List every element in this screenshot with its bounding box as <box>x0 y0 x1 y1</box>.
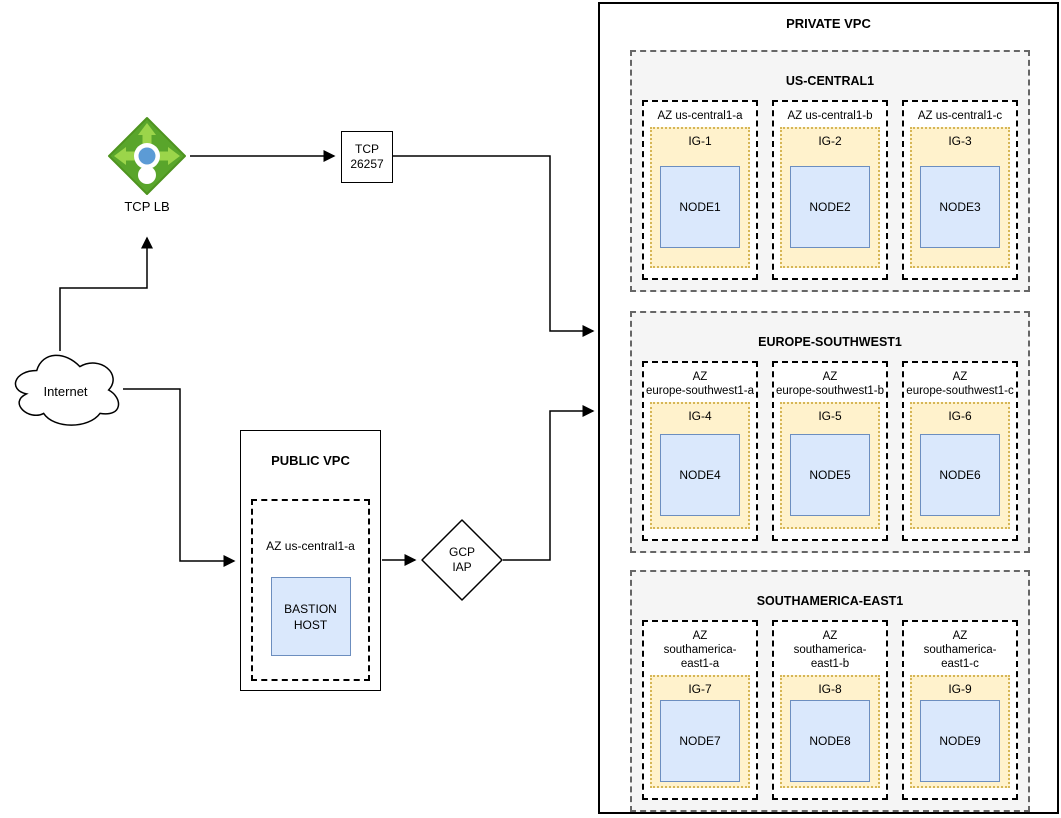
node-7: NODE7 <box>660 700 740 782</box>
region-title: EUROPE-SOUTHWEST1 <box>758 335 902 349</box>
node-3: NODE3 <box>920 166 1000 248</box>
node-label: NODE8 <box>809 734 851 748</box>
instance-group-9: IG-9 NODE9 <box>910 675 1010 788</box>
gcp-iap-gateway: GCP IAP <box>420 518 504 602</box>
az-label: AZ europe-southwest1-a <box>645 371 755 397</box>
bastion-host-node: BASTION HOST <box>270 577 351 656</box>
az-box-europe-southwest1-a: AZ europe-southwest1-a IG-4 NODE4 <box>642 361 758 541</box>
ig-label: IG-2 <box>818 134 842 148</box>
az-row: AZ us-central1-a IG-1 NODE1 AZ us-centra… <box>642 100 1018 280</box>
node-6: NODE6 <box>920 434 1000 516</box>
ig-label: IG-3 <box>948 134 972 148</box>
node-label: NODE4 <box>679 468 721 482</box>
az-box-us-central1-b: AZ us-central1-b IG-2 NODE2 <box>772 100 888 280</box>
az-row: AZ europe-southwest1-a IG-4 NODE4 AZ eur… <box>642 361 1018 541</box>
instance-group-8: IG-8 NODE8 <box>780 675 880 788</box>
ig-label: IG-4 <box>688 409 712 423</box>
az-row: AZ southamerica- east1-a IG-7 NODE7 AZ s… <box>642 620 1018 800</box>
ig-label: IG-7 <box>688 682 712 696</box>
node-5: NODE5 <box>790 434 870 516</box>
gcp-iap-label: GCP IAP <box>448 545 475 574</box>
bastion-host-label: BASTION HOST <box>284 601 337 632</box>
public-vpc-title: PUBLIC VPC <box>271 453 350 468</box>
az-box-us-central1-a: AZ us-central1-a IG-1 NODE1 <box>642 100 758 280</box>
az-label: AZ southamerica- east1-c <box>923 630 997 670</box>
public-az-label: AZ us-central1-a <box>266 539 355 553</box>
connector-internet-to-publicvpc <box>123 388 236 567</box>
connector-iap-to-privatevpc <box>503 405 595 561</box>
ig-label: IG-9 <box>948 682 972 696</box>
az-label: AZ us-central1-c <box>917 110 1003 122</box>
node-label: NODE5 <box>809 468 851 482</box>
node-9: NODE9 <box>920 700 1000 782</box>
tcp-port-box: TCP 26257 <box>341 131 393 183</box>
az-label: AZ europe-southwest1-c <box>906 371 1014 397</box>
az-label: AZ southamerica- east1-b <box>793 630 867 670</box>
node-1: NODE1 <box>660 166 740 248</box>
private-vpc-title: PRIVATE VPC <box>786 16 871 31</box>
instance-group-3: IG-3 NODE3 <box>910 127 1010 268</box>
az-label: AZ southamerica- east1-a <box>663 630 737 670</box>
az-box-us-central1-c: AZ us-central1-c IG-3 NODE3 <box>902 100 1018 280</box>
az-box-southamerica-east1-b: AZ southamerica- east1-b IG-8 NODE8 <box>772 620 888 800</box>
internet-cloud: Internet <box>8 351 123 431</box>
region-us-central1: US-CENTRAL1 AZ us-central1-a IG-1 NODE1 … <box>630 50 1030 292</box>
tcp-lb-icon <box>107 116 187 196</box>
az-box-southamerica-east1-a: AZ southamerica- east1-a IG-7 NODE7 <box>642 620 758 800</box>
region-title: US-CENTRAL1 <box>785 74 875 88</box>
az-box-europe-southwest1-c: AZ europe-southwest1-c IG-6 NODE6 <box>902 361 1018 541</box>
az-label: AZ us-central1-a <box>657 110 743 122</box>
instance-group-1: IG-1 NODE1 <box>650 127 750 268</box>
internet-label: Internet <box>43 383 88 399</box>
node-4: NODE4 <box>660 434 740 516</box>
connector-internet-to-tcplb <box>59 236 153 351</box>
tcp-port-label: TCP 26257 <box>350 142 384 171</box>
public-vpc: PUBLIC VPC AZ us-central1-a BASTION HOST <box>240 430 381 691</box>
ig-label: IG-1 <box>688 134 712 148</box>
ig-label: IG-8 <box>818 682 842 696</box>
node-label: NODE9 <box>939 734 981 748</box>
node-label: NODE6 <box>939 468 981 482</box>
cloud-shape <box>14 354 120 426</box>
az-label: AZ europe-southwest1-b <box>775 371 885 397</box>
az-label: AZ us-central1-b <box>787 110 873 122</box>
node-label: NODE1 <box>679 200 721 214</box>
tcp-lb-label: TCP LB <box>124 199 170 214</box>
instance-group-4: IG-4 NODE4 <box>650 402 750 529</box>
instance-group-6: IG-6 NODE6 <box>910 402 1010 529</box>
az-box-europe-southwest1-b: AZ europe-southwest1-b IG-5 NODE5 <box>772 361 888 541</box>
az-box-southamerica-east1-c: AZ southamerica- east1-c IG-9 NODE9 <box>902 620 1018 800</box>
region-southamerica-east1: SOUTHAMERICA-EAST1 AZ southamerica- east… <box>630 570 1030 812</box>
private-vpc: PRIVATE VPC US-CENTRAL1 AZ us-central1-a… <box>598 2 1059 814</box>
public-az-box: AZ us-central1-a BASTION HOST <box>251 499 370 681</box>
instance-group-5: IG-5 NODE5 <box>780 402 880 529</box>
region-europe-southwest1: EUROPE-SOUTHWEST1 AZ europe-southwest1-a… <box>630 311 1030 553</box>
ig-label: IG-6 <box>948 409 972 423</box>
ig-label: IG-5 <box>818 409 842 423</box>
region-title: SOUTHAMERICA-EAST1 <box>756 594 904 608</box>
node-2: NODE2 <box>790 166 870 248</box>
instance-group-7: IG-7 NODE7 <box>650 675 750 788</box>
node-8: NODE8 <box>790 700 870 782</box>
connector-port-to-privatevpc <box>391 155 595 337</box>
node-label: NODE7 <box>679 734 721 748</box>
node-label: NODE2 <box>809 200 851 214</box>
instance-group-2: IG-2 NODE2 <box>780 127 880 268</box>
node-label: NODE3 <box>939 200 981 214</box>
diamond-shape <box>421 519 503 601</box>
